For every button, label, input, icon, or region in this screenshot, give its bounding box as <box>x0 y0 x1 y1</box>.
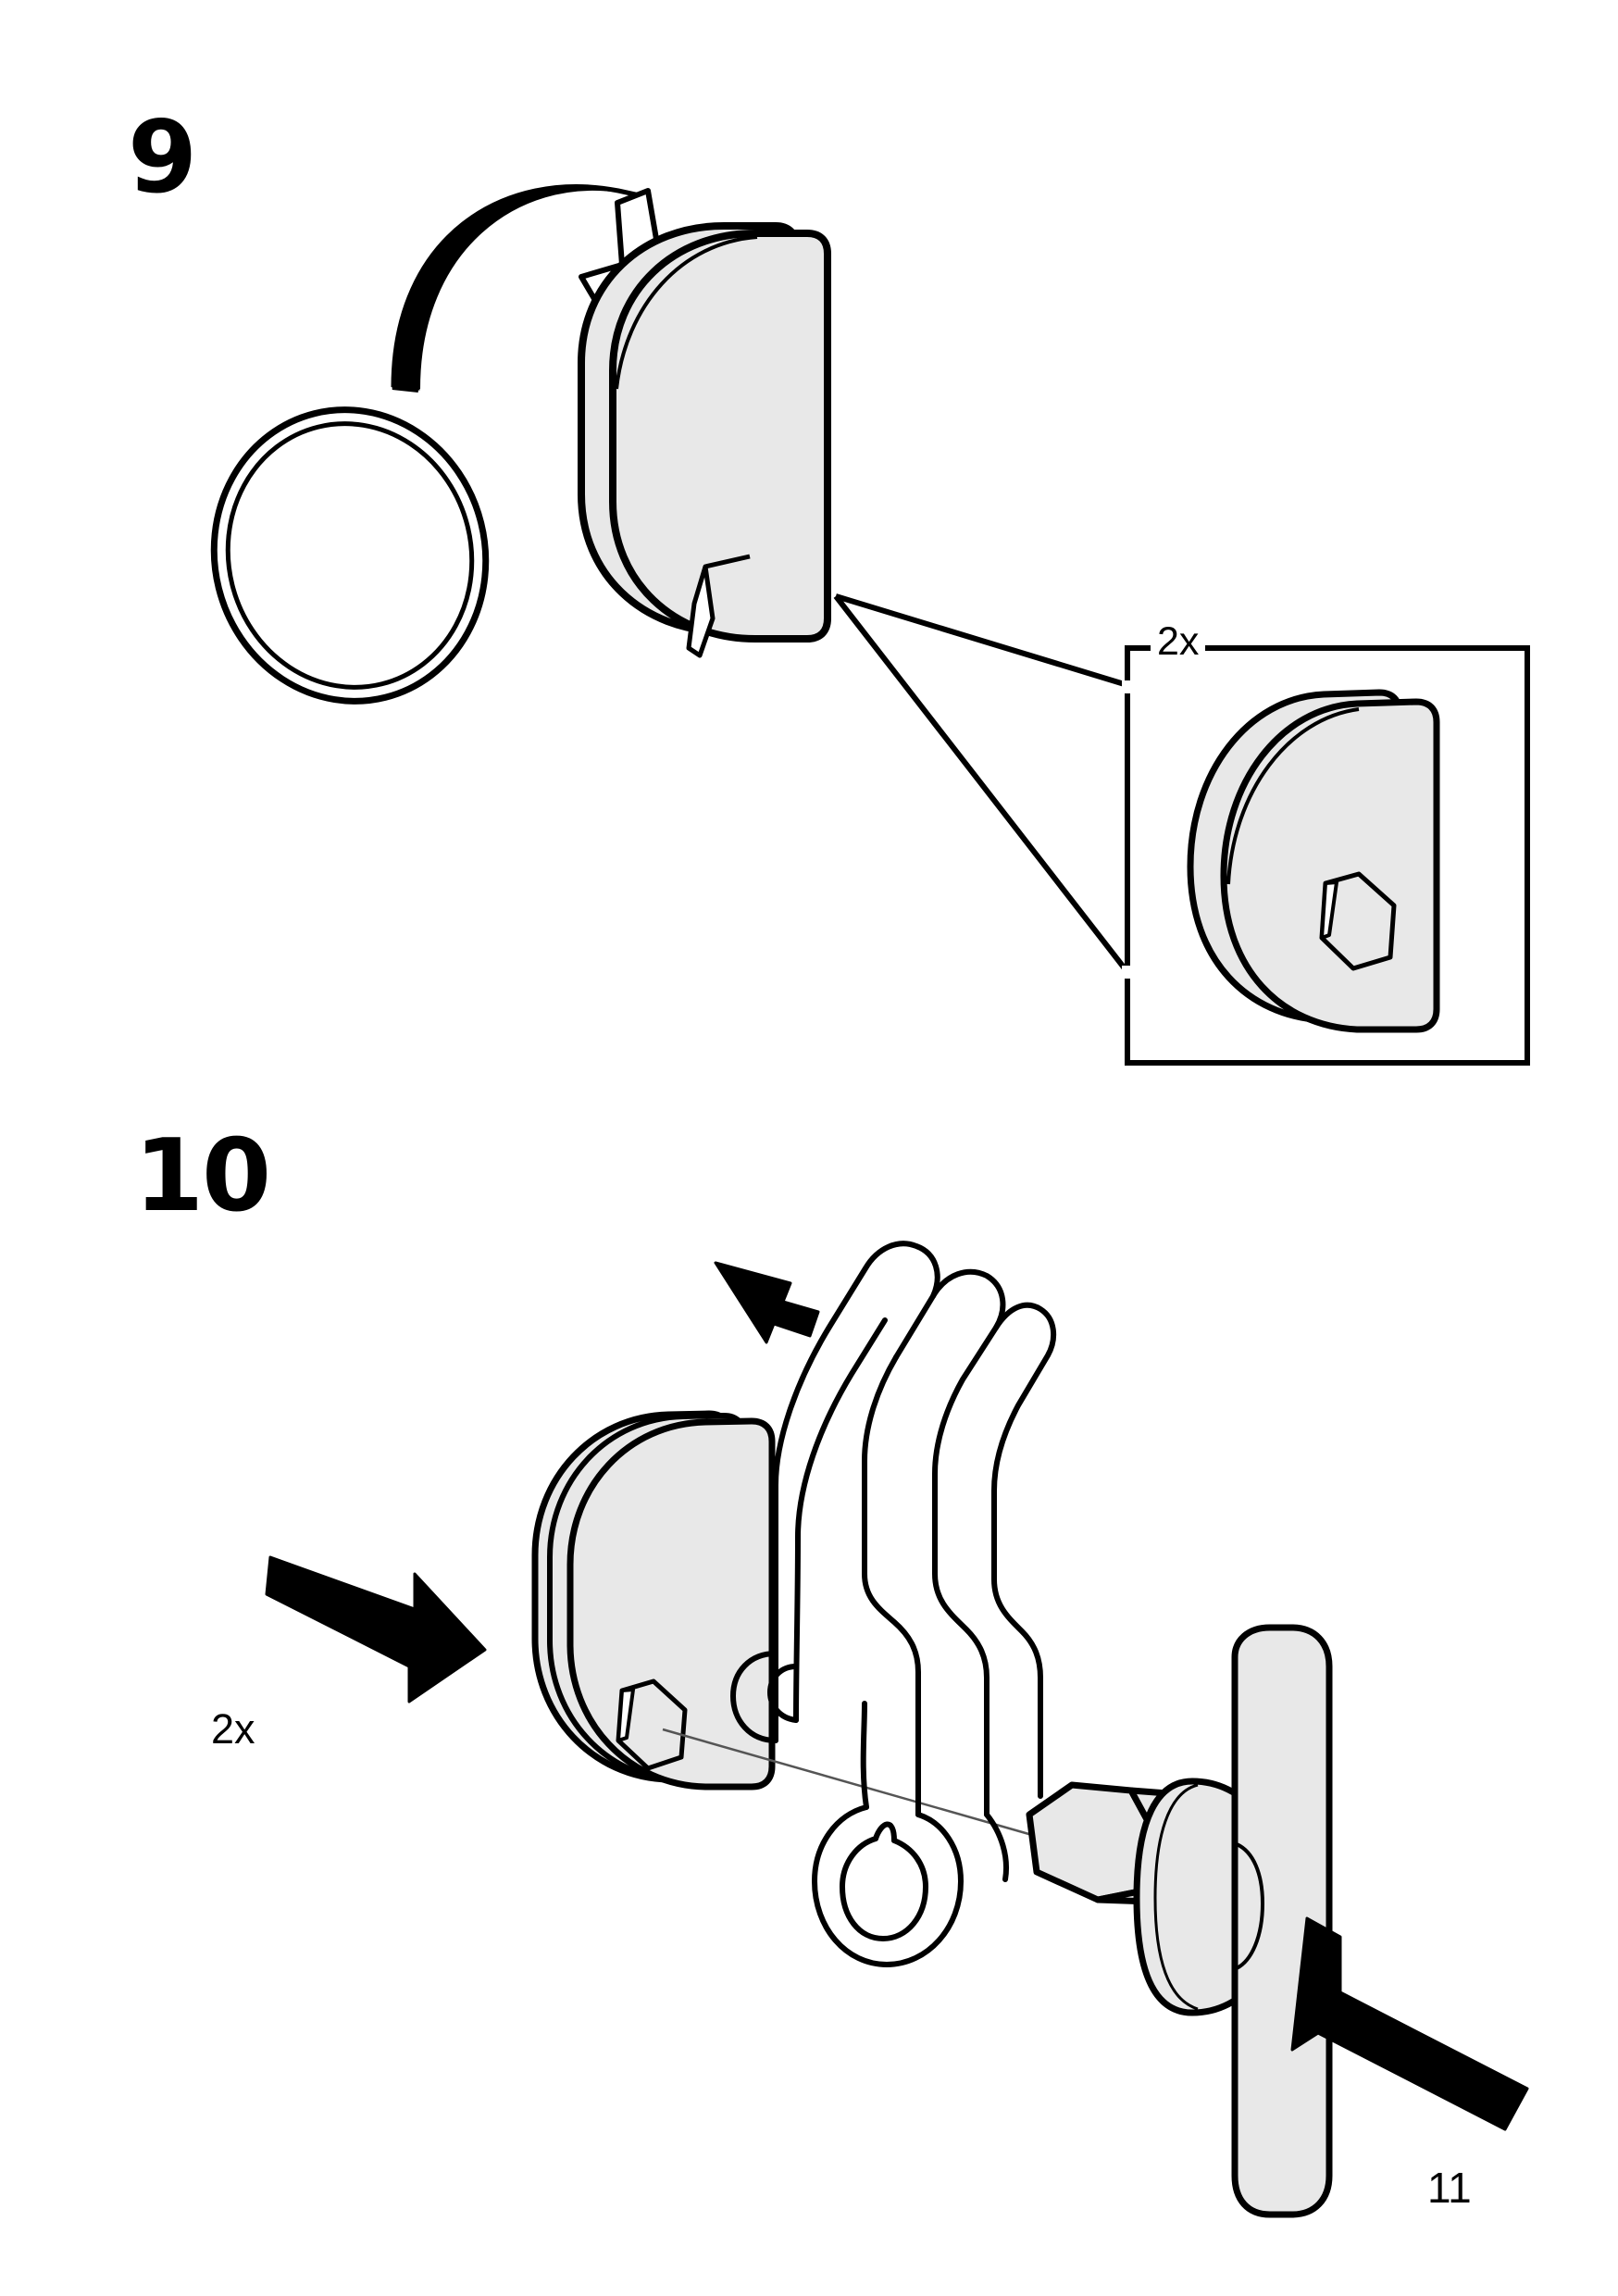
cam-disc-hex-icon <box>1187 689 1440 1033</box>
detail-leader-lines <box>833 593 1130 974</box>
page-number: 11 <box>1427 2164 1472 2212</box>
step-number-9: 9 <box>128 100 197 216</box>
alignment-line-icon <box>662 1728 1039 1839</box>
step-9-quantity-label: 2x <box>1151 622 1206 662</box>
hex-knob-icon <box>1026 1624 1333 2218</box>
ring-icon <box>210 406 490 705</box>
callout-box-icon <box>1122 645 1530 1066</box>
step-number-10: 10 <box>134 1118 271 1234</box>
wire-hook-icon <box>730 1241 1057 1967</box>
arrow-up-left-icon <box>714 1261 820 1344</box>
cam-disc-icon <box>578 222 831 658</box>
cam-disc-hex-icon <box>531 1410 776 1791</box>
arrow-left-icon <box>1290 1916 1529 2131</box>
curved-arrow-icon <box>391 184 673 393</box>
arrow-right-icon <box>265 1555 487 1703</box>
step-10-quantity-label: 2x <box>211 1705 255 1753</box>
